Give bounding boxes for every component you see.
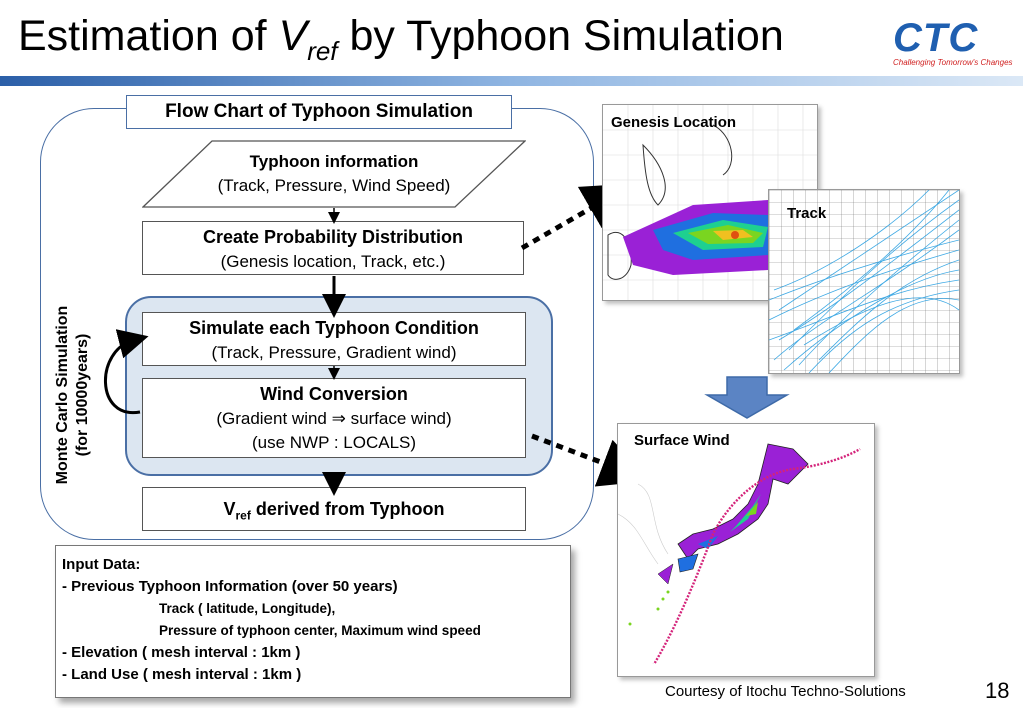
simulate-typhoon-step: Simulate each Typhoon Condition (Track, … [142,312,526,366]
track-map: Track [768,189,960,374]
flowchart-title: Flow Chart of Typhoon Simulation [126,95,512,129]
logo-text: CTC [893,16,979,60]
typhoon-info-parallelogram [142,140,526,208]
page-number: 18 [985,678,1010,703]
step-detail-2: (use NWP : LOCALS) [251,433,417,452]
surface-wind-map-label: Surface Wind [634,432,730,449]
title-var: V [278,12,308,60]
step-title: Typhoon information [249,152,419,171]
title-text-post: by Typhoon Simulation [337,12,784,60]
header-band [0,76,1023,86]
input-item-typhoon: - Previous Typhoon Information (over 50 … [62,578,398,595]
step-detail: (Gradient wind ⇒ surface wind) [216,409,452,428]
step-detail: (Genesis location, Track, etc.) [220,252,446,271]
probability-distribution-step: Create Probability Distribution (Genesis… [142,221,524,275]
dotted-arrow-to-surface-wind [531,433,651,487]
input-data-heading: Input Data: [62,556,141,573]
final-var: V [223,499,236,519]
title-subscript: ref [307,36,338,66]
wind-conversion-step: Wind Conversion (Gradient wind ⇒ surface… [142,378,526,458]
monte-carlo-loop-arrow [104,329,149,415]
genesis-map-label: Genesis Location [611,114,737,131]
step-detail: (Track, Pressure, Gradient wind) [211,343,457,362]
input-item-landuse: - Land Use ( mesh interval : 1km ) [62,666,302,683]
step-detail: (Track, Pressure, Wind Speed) [217,176,451,195]
step-title: Simulate each Typhoon Condition [189,318,479,338]
down-arrow-to-surface-wind [704,376,790,419]
slide-title: Estimation of Vref by Typhoon Simulation [18,6,784,81]
surface-wind-graphic [618,443,874,676]
dotted-arrow-to-genesis [520,183,634,251]
input-subitem-pressure: Pressure of typhoon center, Maximum wind… [159,623,481,638]
final-text: derived from Typhoon [250,499,445,519]
final-subscript: ref [235,508,251,523]
step-title: Wind Conversion [260,384,408,404]
courtesy-note: Courtesy of Itochu Techno-Solutions [665,683,906,700]
logo-tagline: Challenging Tomorrow's Changes [893,58,1013,67]
track-map-label: Track [787,205,827,222]
ctc-logo: CTC Challenging Tomorrow's Changes [893,18,1019,74]
typhoon-info-step: Typhoon information (Track, Pressure, Wi… [142,150,526,198]
input-subitem-track: Track ( latitude, Longitude), [159,601,336,616]
input-item-elevation: - Elevation ( mesh interval : 1km ) [62,644,301,661]
input-data-panel: Input Data: - Previous Typhoon Informati… [55,545,571,698]
track-map-graphic [769,190,959,373]
surface-wind-map: Surface Wind 27 24 21 18 15 12 9 6 [617,423,875,677]
title-text-pre: Estimation of [18,12,279,60]
step-title: Create Probability Distribution [202,227,464,247]
